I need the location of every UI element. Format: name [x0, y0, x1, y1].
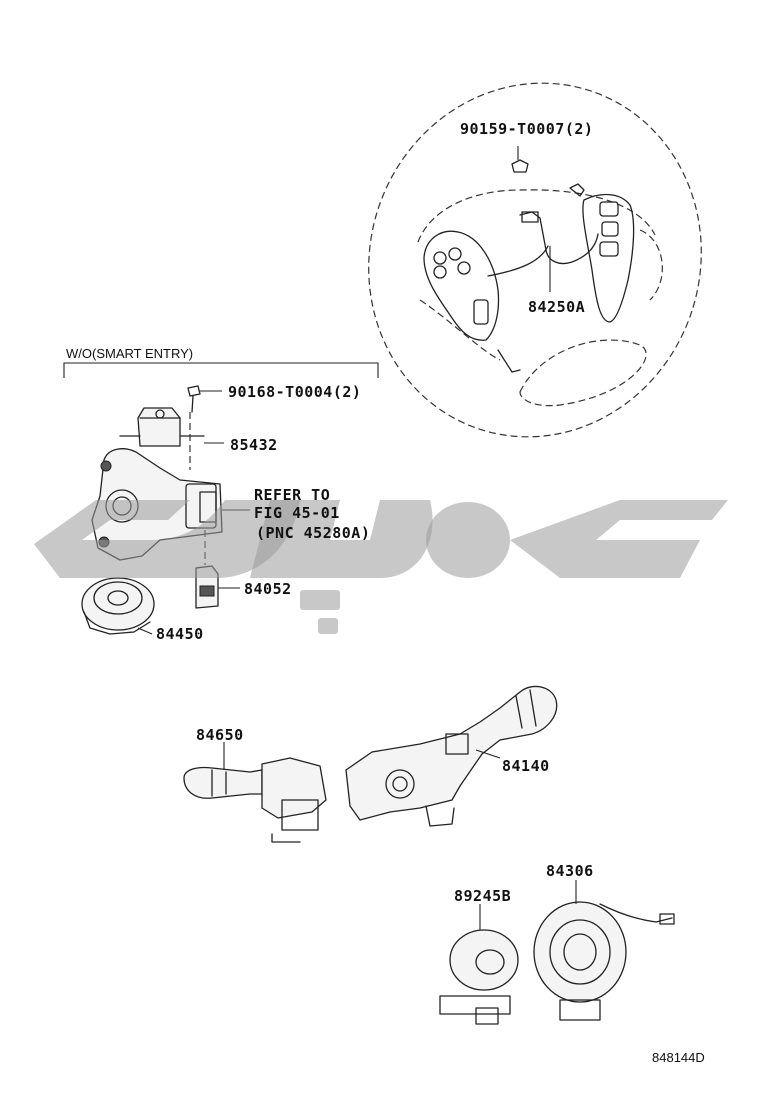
label-figure-code: 848144D	[652, 1050, 705, 1065]
label-refer-line3: (PNC 45280A)	[256, 524, 370, 542]
watermark-logo-icon	[34, 500, 728, 634]
part-84306-shape	[533, 901, 675, 1021]
label-bolt-wheel: 90159-T0007(2)	[460, 120, 593, 138]
part-84650-shape	[183, 757, 327, 843]
label-steering-switch: 84250A	[528, 298, 585, 316]
label-84450: 84450	[156, 625, 204, 643]
part-84140-shape	[345, 685, 558, 827]
label-84306: 84306	[546, 862, 594, 880]
label-refer-line2: FIG 45-01	[254, 504, 340, 522]
label-screw: 90168-T0004(2)	[228, 383, 361, 401]
steering-wheel	[368, 82, 702, 438]
label-bracket-title: W/O(SMART ENTRY)	[66, 346, 193, 361]
label-84140: 84140	[502, 757, 550, 775]
part-85432-shape	[119, 407, 205, 447]
screw-90168	[187, 385, 201, 413]
label-84650: 84650	[196, 726, 244, 744]
part-89245b-shape	[439, 929, 519, 1025]
label-89245b: 89245B	[454, 887, 511, 905]
part-84450-shape	[81, 577, 155, 635]
label-refer-line1: REFER TO	[254, 486, 330, 504]
bracket-line	[63, 362, 379, 378]
label-84052: 84052	[244, 580, 292, 598]
label-85432: 85432	[230, 436, 278, 454]
